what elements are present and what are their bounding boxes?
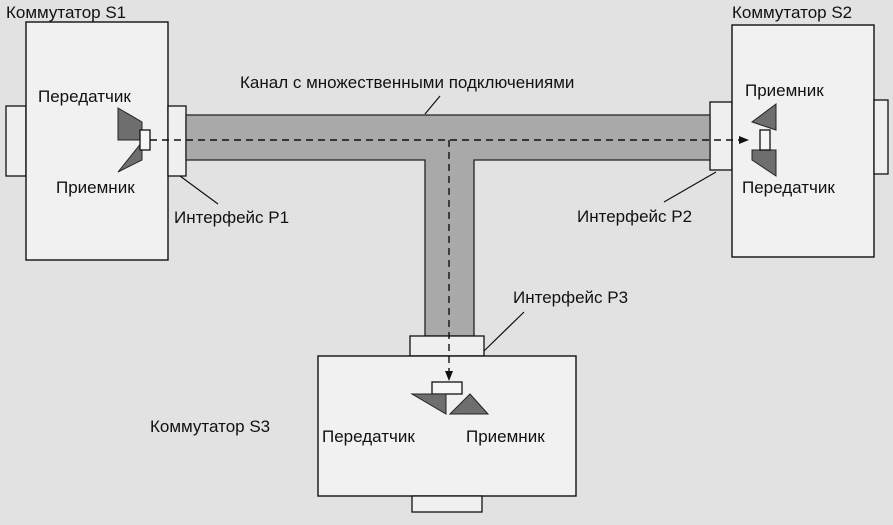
receiver-s2-icon: [750, 103, 777, 131]
transceiver-s3: [410, 381, 490, 415]
switch-s2-title: Коммутатор S2: [732, 3, 852, 22]
switch-s1: [5, 21, 187, 261]
switch-s2-box: [731, 24, 875, 258]
receiver-s2-label: Приемник: [745, 81, 824, 100]
interface-p3-leader: [483, 311, 525, 352]
transceiver-s1: [117, 107, 151, 173]
transceiver-s3-block: [431, 381, 463, 395]
interface-p2-port: [709, 101, 733, 171]
interface-p2-leader: [663, 171, 717, 203]
interface-p1-port: [167, 105, 187, 177]
switch-s3-title: Коммутатор S3: [150, 417, 270, 436]
channel-label: Канал с множественными подключениями: [240, 73, 574, 92]
switch-s3: [317, 335, 577, 513]
switch-s1-title: Коммутатор S1: [6, 3, 126, 22]
transmitter-s3-icon: [410, 393, 447, 415]
interface-p3-port: [409, 335, 485, 357]
interface-p1-label: Интерфейс P1: [174, 208, 289, 227]
switch-s2: [709, 24, 889, 258]
receiver-s3-icon: [448, 393, 490, 415]
receiver-s1-label: Приемник: [56, 178, 135, 197]
switch-s2-side-port: [873, 99, 889, 175]
switch-s1-side-port: [5, 105, 27, 177]
transceiver-s1-block: [139, 129, 151, 151]
transmitter-s3-label: Передатчик: [322, 427, 415, 446]
transceiver-s2: [750, 103, 777, 177]
channel-label-leader: [424, 95, 441, 115]
switch-s3-bottom-port: [411, 495, 483, 513]
interface-p2-label: Интерфейс P2: [577, 207, 692, 226]
transceiver-s2-block: [759, 129, 771, 151]
transmitter-s2-label: Передатчик: [742, 178, 835, 197]
interface-p1-leader: [179, 175, 219, 205]
transmitter-s2-icon: [751, 149, 777, 177]
receiver-s1-icon: [117, 140, 143, 173]
receiver-s3-label: Приемник: [466, 427, 545, 446]
switch-s3-box: [317, 355, 577, 497]
interface-p3-label: Интерфейс P3: [513, 288, 628, 307]
transmitter-s1-label: Передатчик: [38, 87, 131, 106]
